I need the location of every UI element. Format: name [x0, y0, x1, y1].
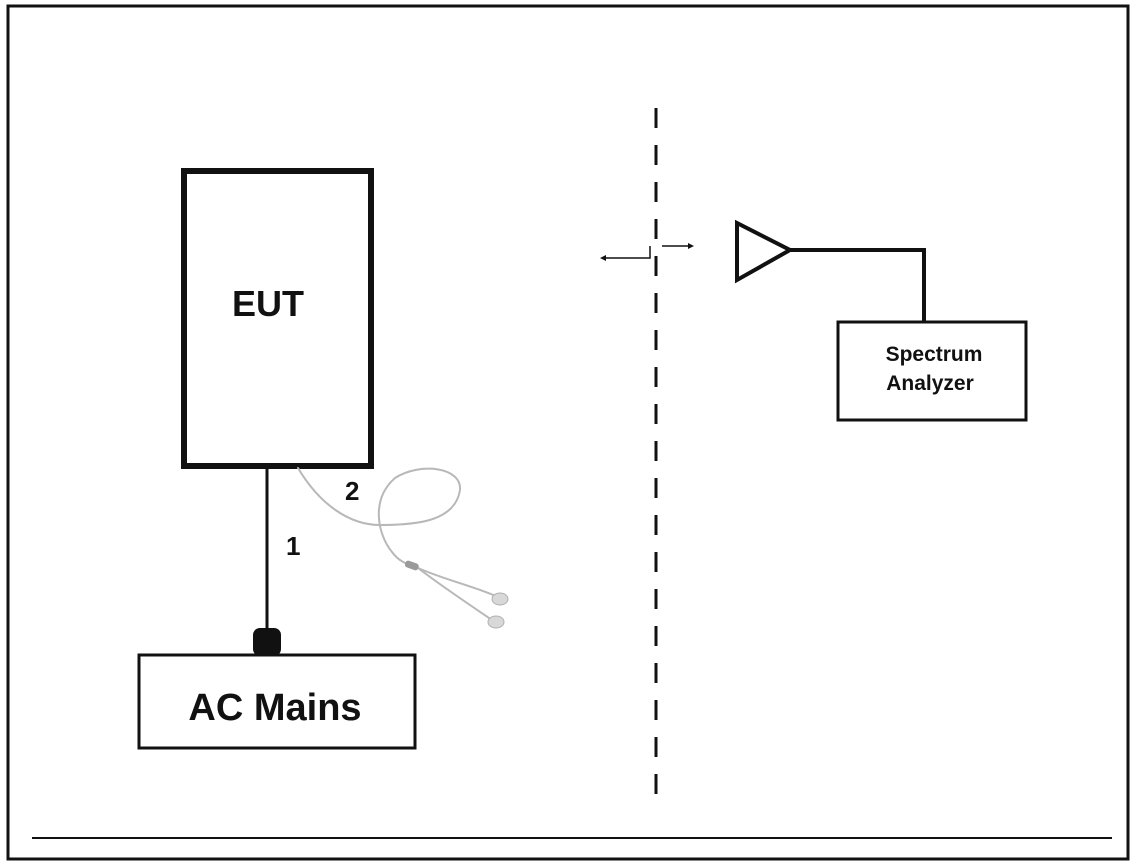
antenna-icon: [735, 219, 795, 284]
spectrum-analyzer-box: [836, 320, 1028, 422]
distance-marker: [602, 245, 690, 259]
ac-mains-label: AC Mains: [188, 687, 361, 729]
spectrum-analyzer-label-line1: Spectrum: [886, 343, 983, 366]
earbud-2: [487, 615, 505, 629]
arrow-left-icon: [600, 255, 606, 261]
eut-box: [181, 168, 374, 469]
antenna-cable: [790, 248, 926, 322]
ac-plug: [253, 628, 281, 656]
eut-label: EUT: [232, 283, 304, 324]
arrow-right-icon: [688, 243, 694, 249]
cable-1-label: 1: [286, 531, 300, 561]
earphone-cable: [297, 467, 501, 621]
spectrum-analyzer-label-line2: Analyzer: [886, 372, 974, 395]
ac-mains-box: [137, 653, 417, 750]
cable-2-label: 2: [345, 476, 359, 506]
earphone-splitter: [404, 560, 419, 571]
earbud-1: [491, 592, 509, 606]
outer-frame: [6, 4, 1130, 861]
